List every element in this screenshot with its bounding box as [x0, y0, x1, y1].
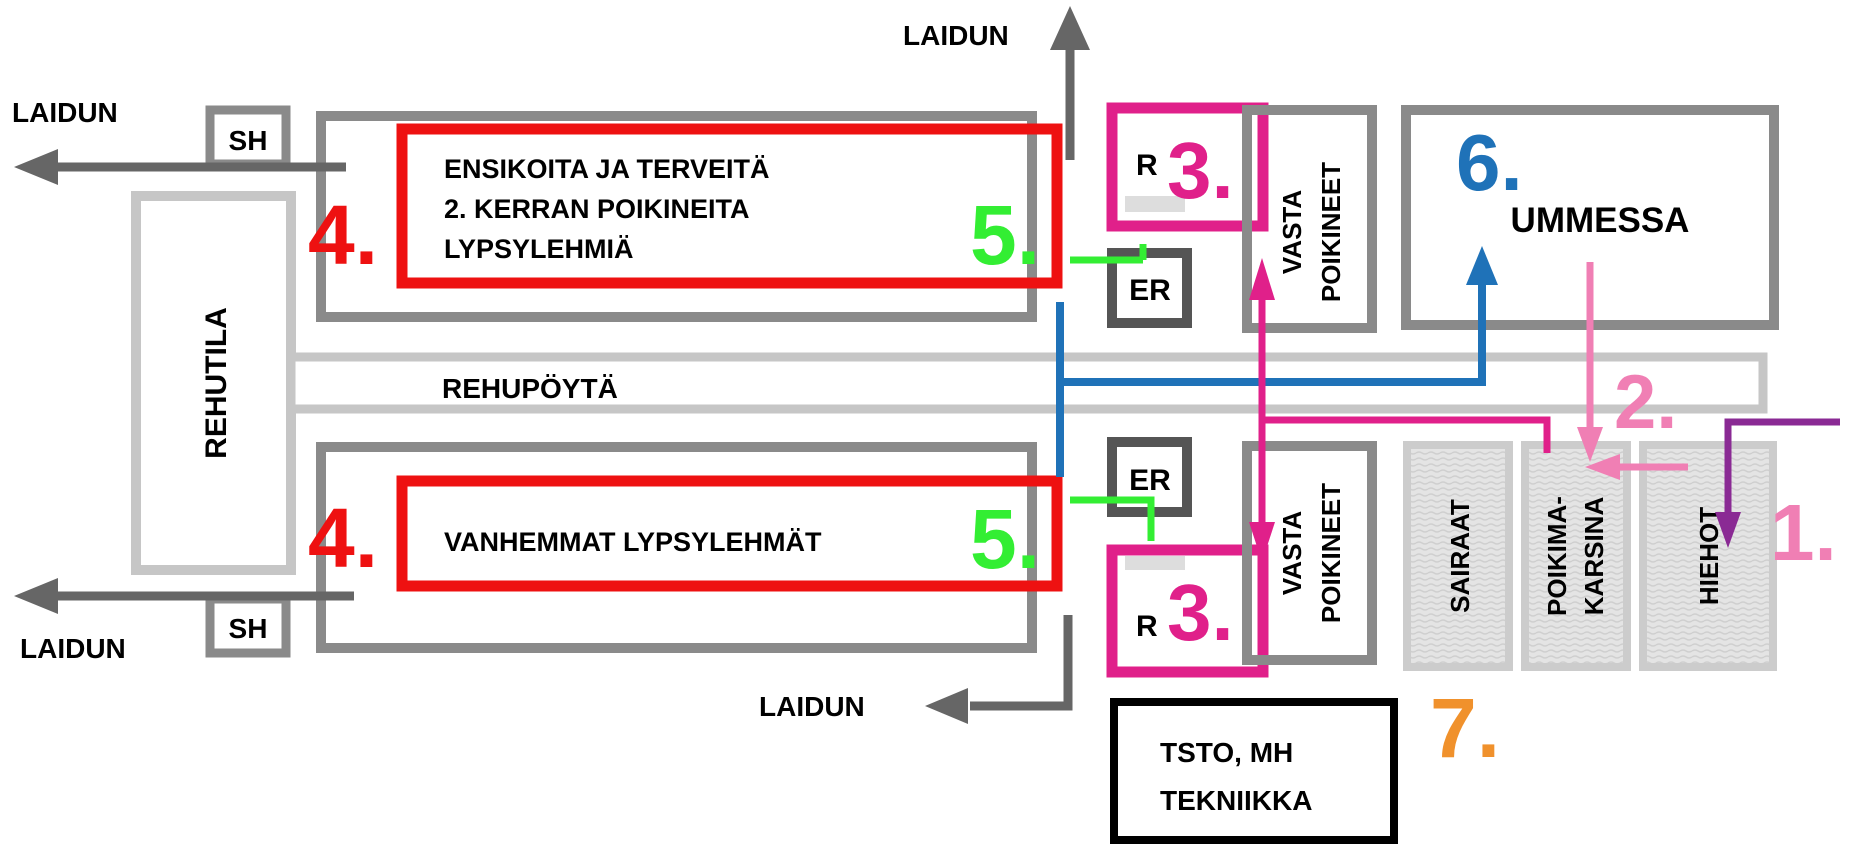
number-5-lower: 5. [970, 492, 1040, 586]
vasta-top-line2: POIKINEET [1316, 162, 1346, 302]
vasta-poikineet-bottom-box [1242, 441, 1377, 665]
r-bottom-box [1106, 544, 1269, 678]
rehupoyta-label: REHUPÖYTÄ [442, 373, 618, 404]
tsto-line1: TSTO, MH [1160, 737, 1293, 768]
rehupoyta-table [286, 352, 1768, 414]
vanhemmat-label: VANHEMMAT LYPSYLEHMÄT [444, 527, 822, 557]
group-4-lower-box [396, 475, 1063, 592]
laidun-bottom-arrow [925, 615, 1073, 724]
number-5-upper: 5. [970, 188, 1040, 282]
number-6: 6. [1456, 118, 1523, 207]
number-7: 7. [1430, 681, 1500, 775]
laidun-top-arrow [1050, 6, 1090, 160]
sairaat-label: SAIRAAT [1445, 499, 1475, 613]
number-4-upper: 4. [308, 188, 378, 282]
laidun-left-bottom-arrow [14, 578, 354, 614]
tsto-line2: TEKNIIKKA [1160, 785, 1312, 816]
er-top-label: ER [1129, 274, 1171, 307]
rehutila-label: REHUTILA [200, 307, 233, 459]
lower-barn-area [316, 442, 1037, 653]
number-4-lower: 4. [308, 491, 378, 585]
route-2-path [1577, 262, 1688, 480]
route-1-path [1715, 418, 1840, 548]
route-6-path [1056, 246, 1498, 477]
hiehot-pen [1639, 441, 1777, 671]
number-3-lower: 3. [1167, 568, 1234, 657]
vasta-top-line1: VASTA [1277, 190, 1307, 274]
route-3-path [1249, 258, 1551, 562]
sh-top-label: SH [229, 125, 268, 156]
poikima-line2: KARSINA [1579, 497, 1609, 616]
r-bottom-label: R [1136, 610, 1158, 643]
er-bottom-label: ER [1129, 464, 1171, 497]
laidun-left-bottom-label: LAIDUN [20, 633, 126, 664]
upper-barn-area [316, 111, 1037, 322]
vasta-poikineet-top-box [1242, 105, 1377, 333]
group-4-upper-box [396, 123, 1063, 289]
ensikoita-line1: ENSIKOITA JA TERVEITÄ [444, 154, 770, 184]
tsto-box [1110, 698, 1398, 844]
number-3-upper: 3. [1167, 126, 1234, 215]
hiehot-label: HIEHOT [1694, 507, 1724, 605]
poikimakarsina-pen [1521, 441, 1631, 671]
number-2: 2. [1614, 360, 1677, 445]
sh-bottom-label: SH [229, 613, 268, 644]
r-top-label: R [1136, 149, 1158, 182]
poikima-line1: POIKIMA- [1542, 496, 1572, 616]
ummessa-label: UMMESSA [1511, 201, 1690, 240]
laidun-top-label: LAIDUN [903, 20, 1009, 51]
vasta-bottom-line1: VASTA [1277, 511, 1307, 595]
laidun-bottom-label: LAIDUN [759, 691, 865, 722]
sairaat-pen [1403, 441, 1513, 671]
er-top-box [1107, 248, 1192, 328]
number-1: 1. [1770, 488, 1837, 577]
ensikoita-line3: LYPSYLEHMIÄ [444, 234, 634, 264]
rehutila-room [131, 191, 296, 575]
route-5-upper [1070, 244, 1147, 264]
r-top-box [1106, 102, 1269, 232]
route-5-lower [1070, 496, 1155, 541]
ensikoita-line2: 2. KERRAN POIKINEITA [444, 194, 750, 224]
vasta-bottom-line2: POIKINEET [1316, 483, 1346, 623]
laidun-left-top-arrow [14, 149, 346, 185]
laidun-left-top-label: LAIDUN [12, 97, 118, 128]
